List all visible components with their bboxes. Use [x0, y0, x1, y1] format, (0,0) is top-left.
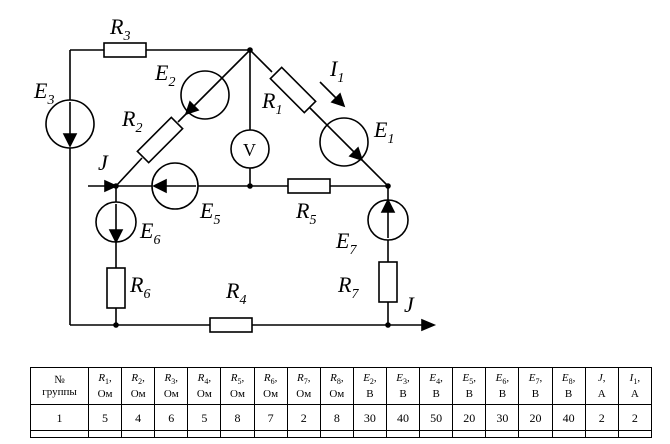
header-group: № группы: [30, 367, 89, 405]
table-cell: 6: [154, 404, 189, 431]
table-cell: 2: [584, 404, 619, 431]
label-e5: E5: [199, 198, 220, 228]
header-col: R3,Ом: [154, 367, 189, 405]
header-col: R1,Ом: [87, 367, 123, 405]
table-cell: 20: [518, 404, 553, 431]
header-col: R8,Ом: [319, 367, 354, 405]
label-voltmeter: V: [243, 140, 256, 160]
header-col: E4,В: [419, 367, 454, 405]
label-e6: E6: [139, 218, 160, 248]
table-cell: 40: [551, 404, 586, 431]
table-cell: 8: [220, 404, 255, 431]
header-col: I1,А: [617, 367, 653, 405]
header-col: R5,Ом: [220, 367, 255, 405]
label-r6: R6: [129, 272, 150, 302]
header-col: R2,Ом: [121, 367, 156, 405]
label-e3: E3: [33, 78, 54, 108]
table-cell: 40: [385, 404, 421, 431]
table-cell: 50: [419, 404, 454, 431]
table-row-empty: [30, 430, 653, 438]
table-cell: 5: [87, 404, 123, 431]
header-col: E7,В: [518, 367, 553, 405]
header-col: E6,В: [485, 367, 520, 405]
header-col: R4,Ом: [187, 367, 222, 405]
resistor-r7: [378, 261, 398, 303]
label-e2: E2: [154, 60, 175, 90]
header-col: E8,В: [551, 367, 586, 405]
table-cell: 5: [187, 404, 222, 431]
label-i1: I1: [329, 56, 344, 86]
table-cell: 7: [253, 404, 288, 431]
label-r1: R1: [261, 88, 282, 118]
table-cell: 2: [286, 404, 321, 431]
resistor-r2: [136, 116, 184, 164]
resistor-r3: [103, 42, 147, 58]
voltmeter: [230, 129, 270, 169]
label-r3: R3: [109, 14, 130, 44]
label-r2: R2: [121, 106, 142, 136]
table-cell: 30: [352, 404, 387, 431]
table-cell: 2: [617, 404, 653, 431]
header-col: R7,Ом: [286, 367, 321, 405]
label-j-right: J: [404, 292, 415, 317]
header-col: R6,Ом: [253, 367, 288, 405]
resistor-r5: [287, 178, 331, 194]
table-cell: 30: [485, 404, 520, 431]
label-r4: R4: [225, 278, 246, 308]
table-cell: 20: [452, 404, 487, 431]
resistor-r4: [209, 317, 253, 333]
label-j-left: J: [98, 150, 109, 175]
table-cell: 4: [121, 404, 156, 431]
table-cell: 8: [319, 404, 354, 431]
resistor-r1: [269, 66, 317, 114]
label-e1: E1: [373, 117, 394, 147]
circuit-diagram: R3 E3 E2 R2 R1 I1 E1 V J E5 R5 E6 E7 R6 …: [33, 14, 437, 333]
label-r7: R7: [337, 272, 359, 302]
cell-group: 1: [30, 404, 89, 431]
resistor-r6: [106, 267, 126, 309]
header-col: E2,В: [352, 367, 387, 405]
label-e7: E7: [335, 228, 357, 258]
header-col: E5,В: [452, 367, 487, 405]
header-col: J,А: [584, 367, 619, 405]
header-col: E3,В: [385, 367, 421, 405]
label-r5: R5: [295, 198, 316, 228]
